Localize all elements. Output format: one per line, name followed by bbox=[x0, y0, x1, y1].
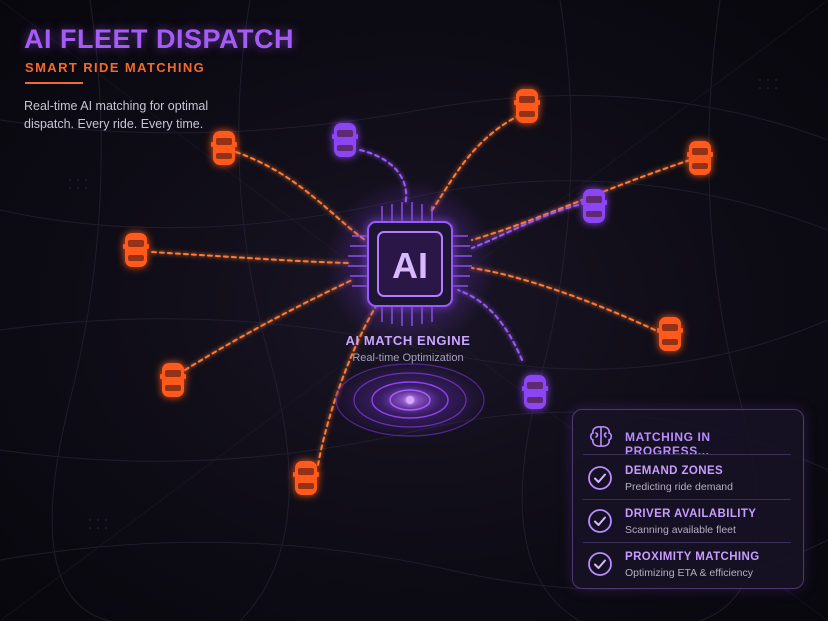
ai-chip-label: AI bbox=[392, 245, 428, 286]
link-car-8 bbox=[471, 267, 656, 331]
car-icon bbox=[332, 123, 358, 157]
car-icon bbox=[160, 363, 186, 397]
car-icon bbox=[123, 233, 149, 267]
engine-subtitle: Real-time Optimization bbox=[352, 352, 464, 364]
link-car-4 bbox=[471, 159, 691, 241]
link-car-1 bbox=[235, 151, 366, 241]
car-icon bbox=[581, 189, 607, 223]
dot-texture bbox=[69, 79, 777, 529]
status-item-title: PROXIMITY MATCHING bbox=[625, 551, 760, 563]
link-car-6 bbox=[151, 251, 351, 264]
check-circle-icon bbox=[588, 552, 612, 576]
status-item-proximity-matching: PROXIMITY MATCHING Optimizing ETA & effi… bbox=[587, 549, 793, 589]
status-panel-header: MATCHING IN PROGRESS... bbox=[587, 424, 793, 458]
status-item-driver-availability: DRIVER AVAILABILITY Scanning available f… bbox=[587, 506, 793, 546]
status-item-title: DRIVER AVAILABILITY bbox=[625, 508, 757, 520]
car-icon bbox=[514, 89, 540, 123]
car-icon bbox=[522, 375, 548, 409]
engine-title: AI MATCH ENGINE bbox=[345, 333, 471, 348]
status-item-detail: Predicting ride demand bbox=[625, 481, 733, 493]
check-circle-icon bbox=[588, 466, 612, 490]
car-icon bbox=[657, 317, 683, 351]
page-subtitle: SMART RIDE MATCHING bbox=[25, 60, 206, 75]
panel-divider bbox=[583, 499, 791, 500]
car-icon bbox=[293, 461, 319, 495]
title-underline bbox=[25, 82, 83, 84]
link-car-5 bbox=[471, 204, 579, 249]
radar-pulse bbox=[332, 362, 488, 438]
page-description: Real-time AI matching for optimal dispat… bbox=[24, 99, 209, 131]
status-panel: MATCHING IN PROGRESS... DEMAND ZONES Pre… bbox=[572, 409, 804, 589]
ai-chip: AI bbox=[325, 179, 495, 349]
check-circle-icon bbox=[588, 509, 612, 533]
panel-divider bbox=[583, 454, 791, 455]
page-title: AI FLEET DISPATCH bbox=[24, 24, 294, 54]
status-item-title: DEMAND ZONES bbox=[625, 465, 724, 477]
status-item-demand-zones: DEMAND ZONES Predicting ride demand bbox=[587, 463, 793, 503]
status-item-detail: Scanning available fleet bbox=[625, 524, 736, 536]
engine-caption: AI MATCH ENGINE Real-time Optimization bbox=[318, 333, 498, 364]
brain-icon bbox=[589, 426, 613, 447]
panel-divider bbox=[583, 542, 791, 543]
status-item-detail: Optimizing ETA & efficiency bbox=[625, 567, 753, 579]
car-icon bbox=[211, 131, 237, 165]
car-icon bbox=[687, 141, 713, 175]
